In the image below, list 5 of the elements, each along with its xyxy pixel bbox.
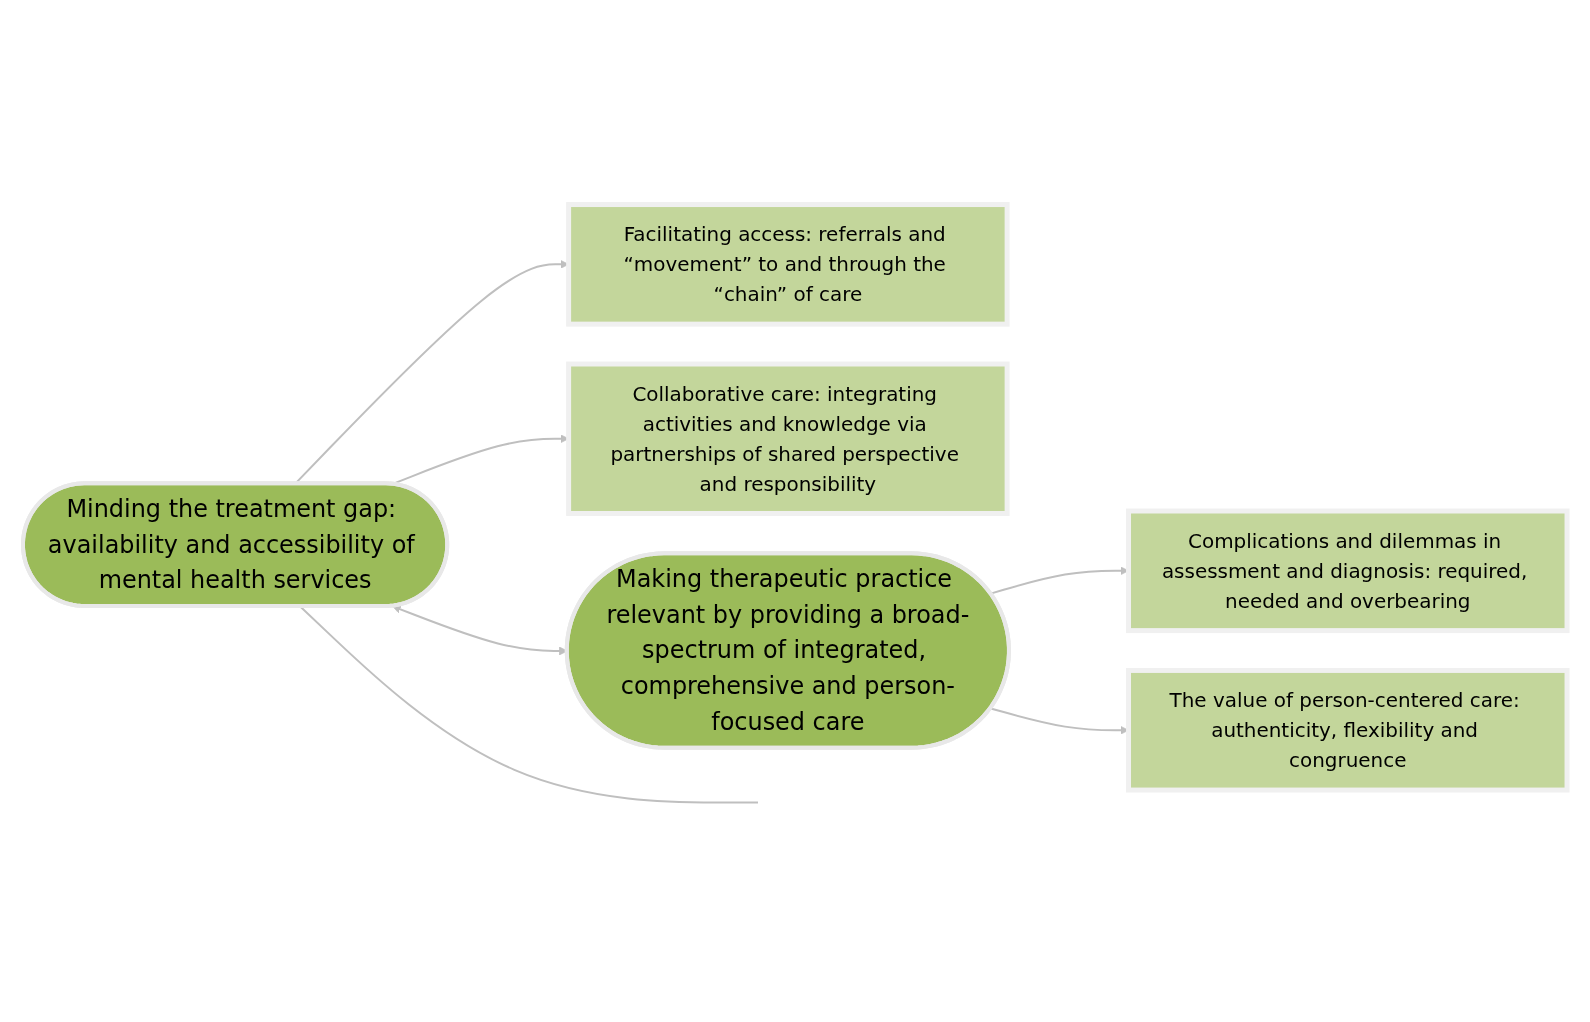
node-box: Collaborative care: integrating activities and knowledge via partnerships of shared perspective and responsibility — [566, 361, 1010, 516]
node-box: Facilitating access: referrals and “movement” to and through the “chain” of care — [566, 202, 1010, 327]
node-box: The value of person-centered care: authenticity, flexibility and congruence — [1126, 667, 1570, 793]
node-box: Complications and dilemmas in assessment and diagnosis: required, needed and overbearing — [1126, 508, 1570, 634]
connector — [299, 605, 759, 804]
